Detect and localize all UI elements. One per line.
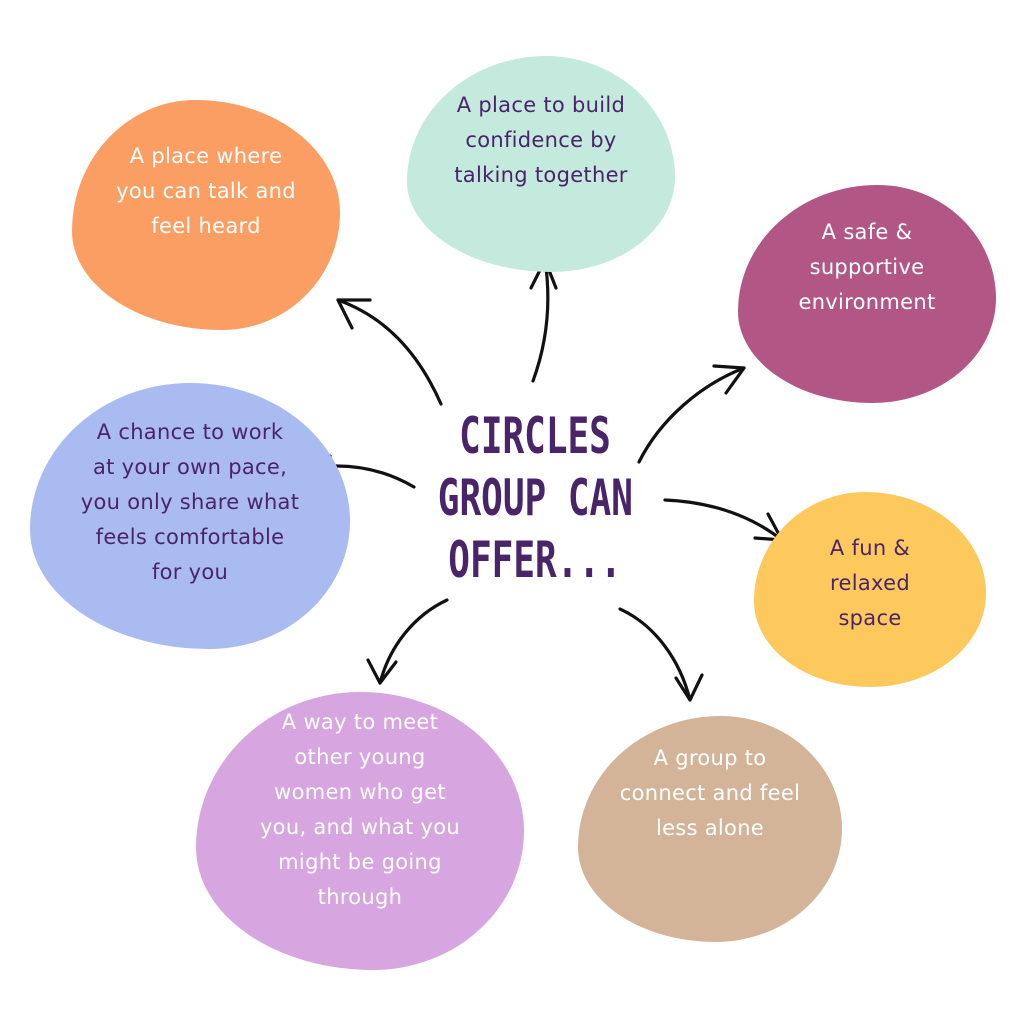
blob-tan-text: A group to connect and feel less alone: [620, 741, 800, 846]
arrowhead-plum: [712, 364, 746, 395]
blob-mint-text: A place to build confidence by talking t…: [454, 88, 627, 193]
arrow-to-orange: [336, 298, 443, 406]
center-title: CIRCLES GROUP CAN OFFER...: [437, 405, 633, 591]
blob-tan: A group to connect and feel less alone: [578, 716, 842, 942]
blob-yellow-text: A fun & relaxed space: [830, 531, 910, 636]
blob-plum-text: A safe & supportive environment: [798, 215, 935, 320]
blob-mint: A place to build confidence by talking t…: [407, 56, 675, 272]
blob-blue: A chance to work at your own pace, you o…: [30, 383, 350, 649]
blob-orange-line: A place where: [129, 143, 283, 168]
blob-blue-line: for you: [151, 559, 229, 584]
blob-lilac: A way to meet other young women who get …: [196, 692, 524, 970]
arrow-to-tan: [618, 607, 692, 702]
blob-plum-line: supportive: [809, 254, 925, 279]
blob-orange: A place where you can talk and feel hear…: [72, 100, 340, 330]
blob-lilac-line: A way to meet: [281, 710, 439, 734]
arrow-to-plum: [637, 366, 746, 464]
blob-mint-line: talking together: [454, 162, 628, 187]
blob-lilac-line: through: [317, 885, 403, 909]
blob-tan-line: A group to: [653, 745, 767, 770]
blob-lilac-line: you, and what you: [259, 815, 461, 839]
blob-yellow: A fun & relaxed space: [754, 492, 986, 687]
center-title-line: GROUP CAN: [437, 469, 633, 527]
blob-blue-line: you only share what: [80, 489, 300, 514]
blob-yellow-line: space: [838, 606, 902, 630]
blob-yellow-line: relaxed: [830, 571, 910, 595]
blob-orange-line: you can talk and: [116, 178, 296, 203]
blob-tan-line: less alone: [655, 815, 765, 840]
blob-orange-line: feel heard: [151, 213, 261, 238]
arrowhead-tan: [674, 673, 704, 702]
blob-lilac-line: other young: [294, 745, 426, 769]
blob-mint-line: confidence by: [465, 127, 617, 152]
blob-blue-text: A chance to work at your own pace, you o…: [81, 415, 300, 590]
arrow-to-mint: [531, 258, 550, 383]
blob-orange-text: A place where you can talk and feel hear…: [116, 139, 296, 244]
blob-blue-line: at your own pace,: [92, 454, 288, 479]
arrow-to-lilac: [378, 598, 449, 685]
blob-yellow-line: A fun &: [829, 536, 911, 560]
arrow-to-yellow: [663, 498, 784, 542]
blob-mint-line: A place to build: [456, 92, 626, 117]
arrowhead-lilac: [366, 658, 398, 685]
blob-lilac-line: women who get: [274, 780, 446, 804]
center-title-line: CIRCLES: [459, 407, 611, 465]
center-title-line: OFFER...: [448, 531, 622, 589]
blob-blue-line: A chance to work: [96, 419, 284, 444]
blob-plum: A safe & supportive environment: [738, 185, 996, 403]
blob-blue-line: feels comfortable: [95, 524, 285, 549]
blob-lilac-line: might be going: [278, 850, 442, 874]
blob-lilac-text: A way to meet other young women who get …: [260, 705, 460, 915]
arrowhead-orange: [336, 298, 372, 330]
blob-plum-line: environment: [798, 289, 936, 314]
blob-tan-line: connect and feel: [619, 780, 801, 805]
blob-plum-line: A safe &: [821, 219, 913, 244]
